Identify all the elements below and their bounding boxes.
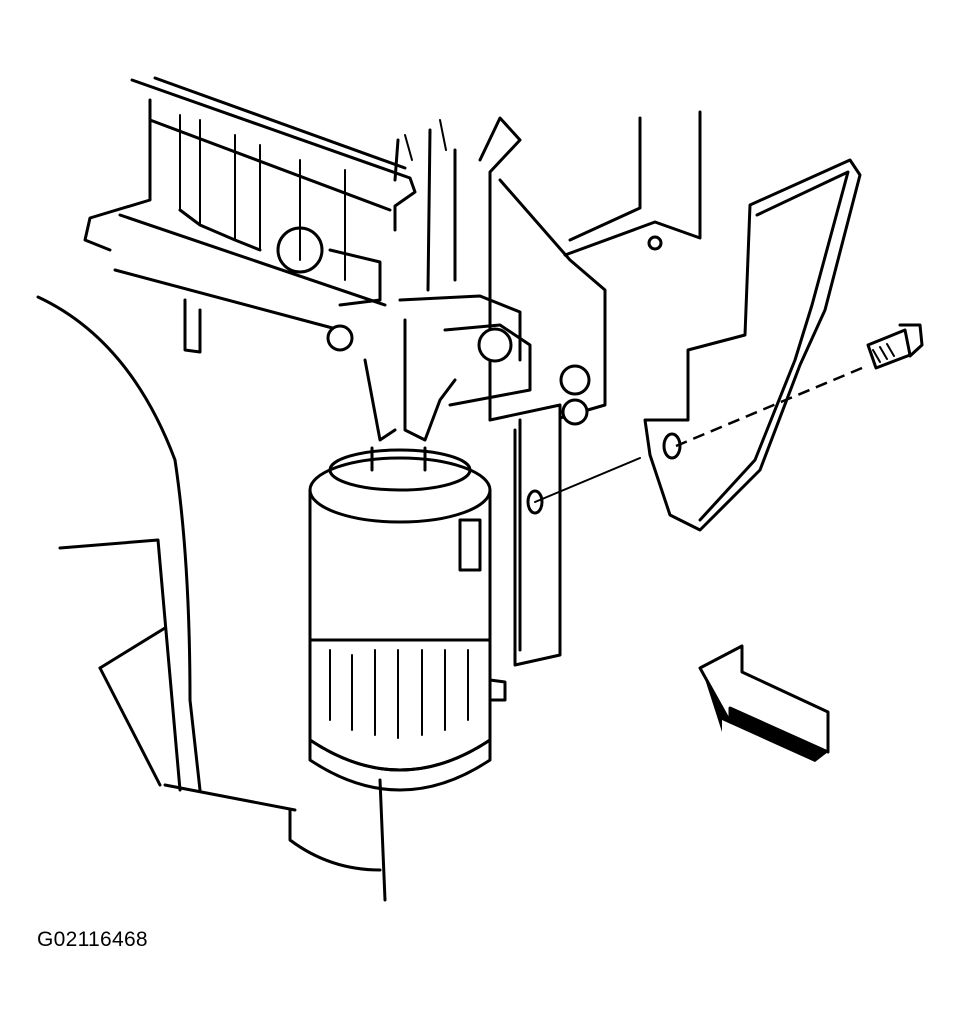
shield-bolt bbox=[866, 323, 924, 370]
oil-filter bbox=[308, 446, 507, 792]
engine-oil-pan bbox=[83, 76, 457, 354]
filter-adapter-bracket bbox=[363, 110, 702, 667]
figure-id-label: G02116468 bbox=[37, 928, 148, 951]
bracket-alignment-line bbox=[534, 457, 641, 503]
oil-filter-shield bbox=[643, 158, 862, 532]
direction-arrow-icon bbox=[698, 644, 830, 762]
vehicle-frame bbox=[36, 295, 387, 902]
bolt-alignment-line bbox=[675, 366, 863, 448]
